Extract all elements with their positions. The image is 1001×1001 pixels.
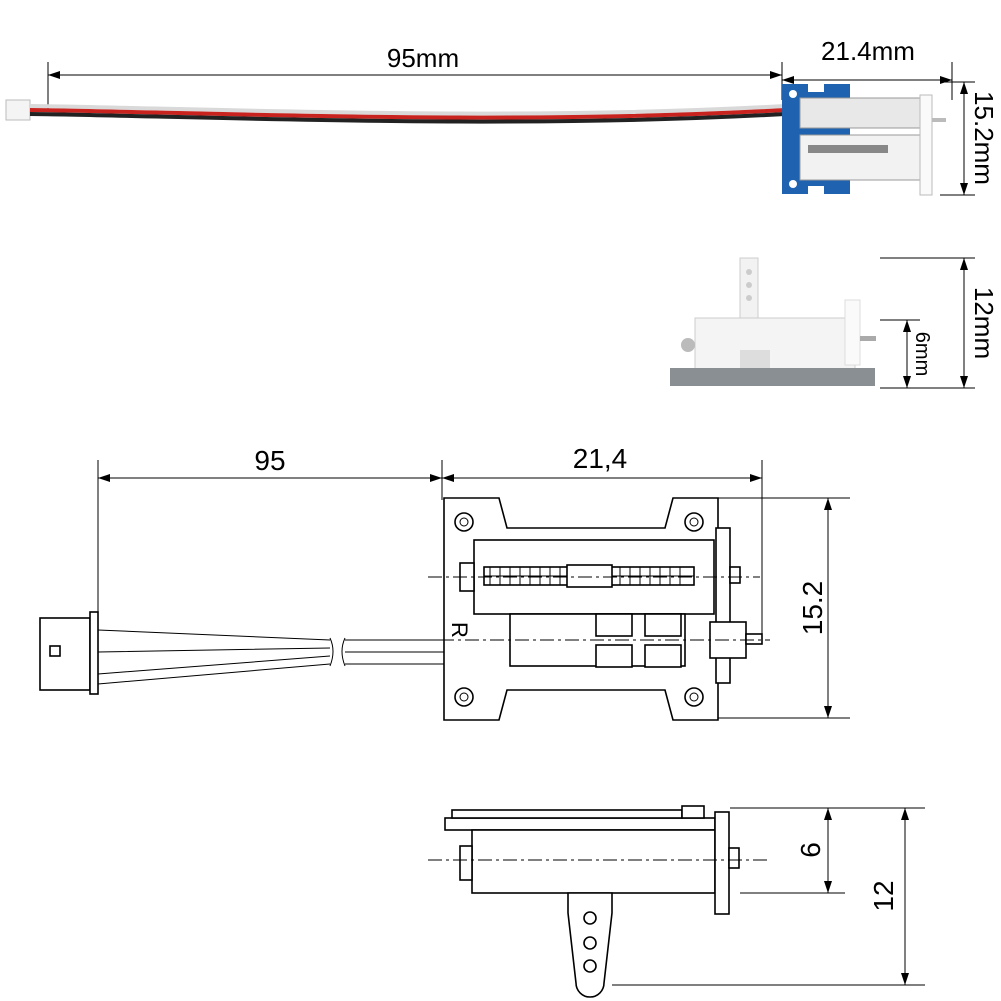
photo-side-view: 12mm 6mm [670, 257, 999, 389]
mount-holes [454, 512, 704, 707]
mount-hole [789, 180, 797, 188]
cable-break [329, 637, 346, 667]
connector-flange [89, 611, 99, 695]
height-label: 12 [868, 880, 899, 911]
gear [740, 350, 770, 368]
output-shaft [745, 633, 763, 645]
wire-white [29, 104, 786, 116]
servo-body [471, 829, 716, 894]
motor-end [459, 845, 473, 881]
cable-wires [97, 629, 480, 685]
shaft-label: 6mm [911, 332, 933, 376]
photo-top-view: 95mm 21.4mm 15.2mm [5, 36, 999, 196]
connector-outline [39, 617, 91, 691]
length-label: 95mm [387, 43, 459, 73]
slider-rail [715, 527, 731, 684]
width-label: 21,4 [573, 443, 628, 474]
slider-nut [566, 564, 613, 588]
servo-body [694, 317, 856, 371]
mount-hole [789, 90, 797, 98]
jst-connector [5, 99, 31, 121]
height-label: 15.2mm [969, 91, 999, 185]
slider-rail [714, 811, 730, 915]
drawing-side-view: 6 12 [428, 805, 925, 998]
height-label: 15.2 [797, 581, 828, 636]
servo-gear-housing [799, 134, 921, 181]
servo-screw [808, 145, 888, 153]
wire-black [29, 112, 786, 124]
r-marking: R [447, 622, 472, 638]
pcb-plate [444, 817, 716, 831]
drawing-top-view: 95 21,4 15.2 R [39, 443, 850, 721]
length-label: 95 [254, 445, 285, 476]
connector-pin [49, 645, 61, 657]
screw-head [681, 338, 695, 352]
shaft-label: 6 [795, 842, 826, 858]
servo-slider [844, 299, 861, 366]
height-label: 12mm [969, 287, 999, 359]
wire-red [29, 108, 786, 120]
servo-shaft [860, 336, 876, 341]
servo-shaft [932, 118, 946, 122]
servo-slider [919, 94, 933, 196]
width-label: 21.4mm [821, 36, 915, 66]
pcb-base [670, 368, 875, 386]
servo-motor [799, 97, 921, 129]
